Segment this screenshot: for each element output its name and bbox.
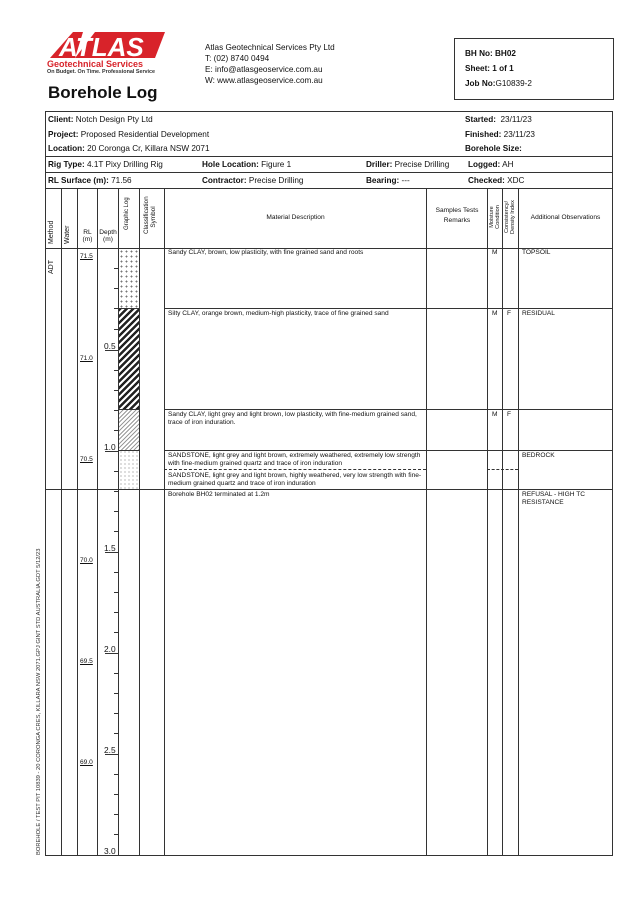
project-value: Proposed Residential Development (80, 130, 210, 139)
project-label: Project: (48, 130, 79, 139)
started-value: 23/11/23 (500, 115, 532, 124)
rl-label: 70.5 (80, 456, 93, 463)
depth-label: 3.0 (104, 846, 116, 856)
checked-label: Checked: (468, 176, 505, 185)
logged-value: AH (502, 160, 514, 169)
layer-description: Sandy CLAY, light grey and light brown, … (168, 411, 417, 426)
bh-number: BH No: BH02 (465, 49, 516, 58)
depth-label: 1.5 (104, 543, 116, 553)
company-name: Atlas Geotechnical Services Pty Ltd (205, 43, 335, 52)
driller-value: Precise Drilling (394, 160, 450, 169)
bearing-value: --- (401, 176, 410, 185)
hole-location-value: Figure 1 (261, 160, 292, 169)
rl-label: 71.0 (80, 355, 93, 362)
rl-label: 69.5 (80, 658, 93, 665)
rig-label: Rig Type: (48, 160, 85, 169)
job-number: G10839-2 (495, 79, 532, 88)
company-logo: ATLAS Geotechnical Services On Budget. O… (45, 28, 170, 78)
rl-label: 71.5 (80, 253, 93, 260)
footer-file-reference: BOREHOLE / TEST PIT 10839 - 20 CORONGA C… (36, 548, 42, 856)
col-consistency: Consistency/ Density Index (504, 200, 516, 234)
location-value: 20 Coronga Cr, Killara NSW 2071 (87, 144, 210, 153)
logo-word: ATLAS (58, 32, 144, 62)
rig-value: 4.1T Pixy Drilling Rig (86, 160, 163, 169)
depth-label: 0.5 (104, 341, 116, 351)
hole-location-label: Hole Location: (202, 160, 259, 169)
atlas-logo-graphic: ATLAS (50, 32, 165, 62)
depth-label: 2.5 (104, 745, 116, 755)
reference-box: BH No: BH02 Sheet: 1 of 1 Job No:G10839-… (454, 38, 614, 100)
company-email: E: info@atlasgeoservice.com.au (205, 65, 323, 74)
depth-label: 2.0 (104, 644, 116, 654)
col-depth: Depth (m) (99, 229, 117, 243)
company-phone: T: (02) 8740 0494 (205, 54, 270, 63)
borehole-size-label: Borehole Size: (465, 144, 522, 153)
moisture-value: M (492, 411, 498, 418)
col-moisture: Moisture Condition (489, 205, 501, 229)
location-label: Location: (48, 144, 85, 153)
col-water: Water (64, 225, 71, 244)
observation: BEDROCK (522, 452, 555, 459)
rl-label: 70.0 (80, 557, 93, 564)
col-graphic-log: Graphic Log (124, 197, 130, 230)
layer-description: Borehole BH02 terminated at 1.2m (168, 491, 270, 498)
driller-label: Driller: (366, 160, 393, 169)
consistency-value: F (507, 310, 512, 317)
moisture-value: M (492, 249, 498, 256)
checked-value: XDC (507, 176, 525, 185)
graphic-topsoil (119, 249, 139, 308)
contractor-value: Precise Drilling (248, 176, 304, 185)
rl-surface-label: RL Surface (m): (48, 176, 109, 185)
contractor-label: Contractor: (202, 176, 247, 185)
finished-label: Finished: (465, 130, 502, 139)
layer-description: Sandy CLAY, brown, low plasticity, with … (168, 249, 364, 256)
graphic-sandstone (119, 450, 139, 489)
col-material: Material Description (266, 214, 325, 221)
company-web: W: www.atlasgeoservice.com.au (205, 76, 323, 85)
rl-surface-value: 71.56 (111, 176, 132, 185)
logo-tagline: On Budget. On Time. Professional Service (47, 69, 156, 75)
graphic-silty-clay (119, 308, 139, 409)
col-samples: Samples Tests Remarks (435, 207, 479, 224)
method-value: ADT (48, 260, 55, 274)
depth-label: 1.0 (104, 442, 116, 452)
started-label: Started: (465, 115, 496, 124)
observation: REFUSAL - HIGH TC RESISTANCE (522, 491, 586, 506)
observation: RESIDUAL (522, 310, 555, 317)
logo-sub: Geotechnical Services (47, 59, 144, 69)
layer-description: Silty CLAY, orange brown, medium-high pl… (168, 310, 389, 317)
col-classification: Classification Symbol (143, 196, 157, 234)
finished-value: 23/11/23 (503, 130, 535, 139)
bearing-label: Bearing: (366, 176, 400, 185)
graphic-sandy-clay (119, 409, 139, 450)
col-rl: RL (m) (82, 229, 93, 243)
observation: TOPSOIL (522, 249, 551, 256)
layer-description: SANDSTONE, light grey and light brown, e… (168, 452, 421, 467)
job-label: Job No: (465, 79, 496, 88)
col-observations: Additional Observations (530, 214, 601, 221)
page-title: Borehole Log (48, 83, 158, 102)
consistency-value: F (507, 411, 512, 418)
rl-label: 69.0 (80, 759, 93, 766)
moisture-value: M (492, 310, 498, 317)
client-value: Notch Design Pty Ltd (75, 115, 153, 124)
client-label: Client: (48, 115, 74, 124)
col-method: Method (48, 220, 55, 244)
layer-description: SANDSTONE, light grey and light brown, h… (168, 472, 422, 487)
sheet-number: Sheet: 1 of 1 (465, 64, 514, 73)
logged-label: Logged: (468, 160, 501, 169)
